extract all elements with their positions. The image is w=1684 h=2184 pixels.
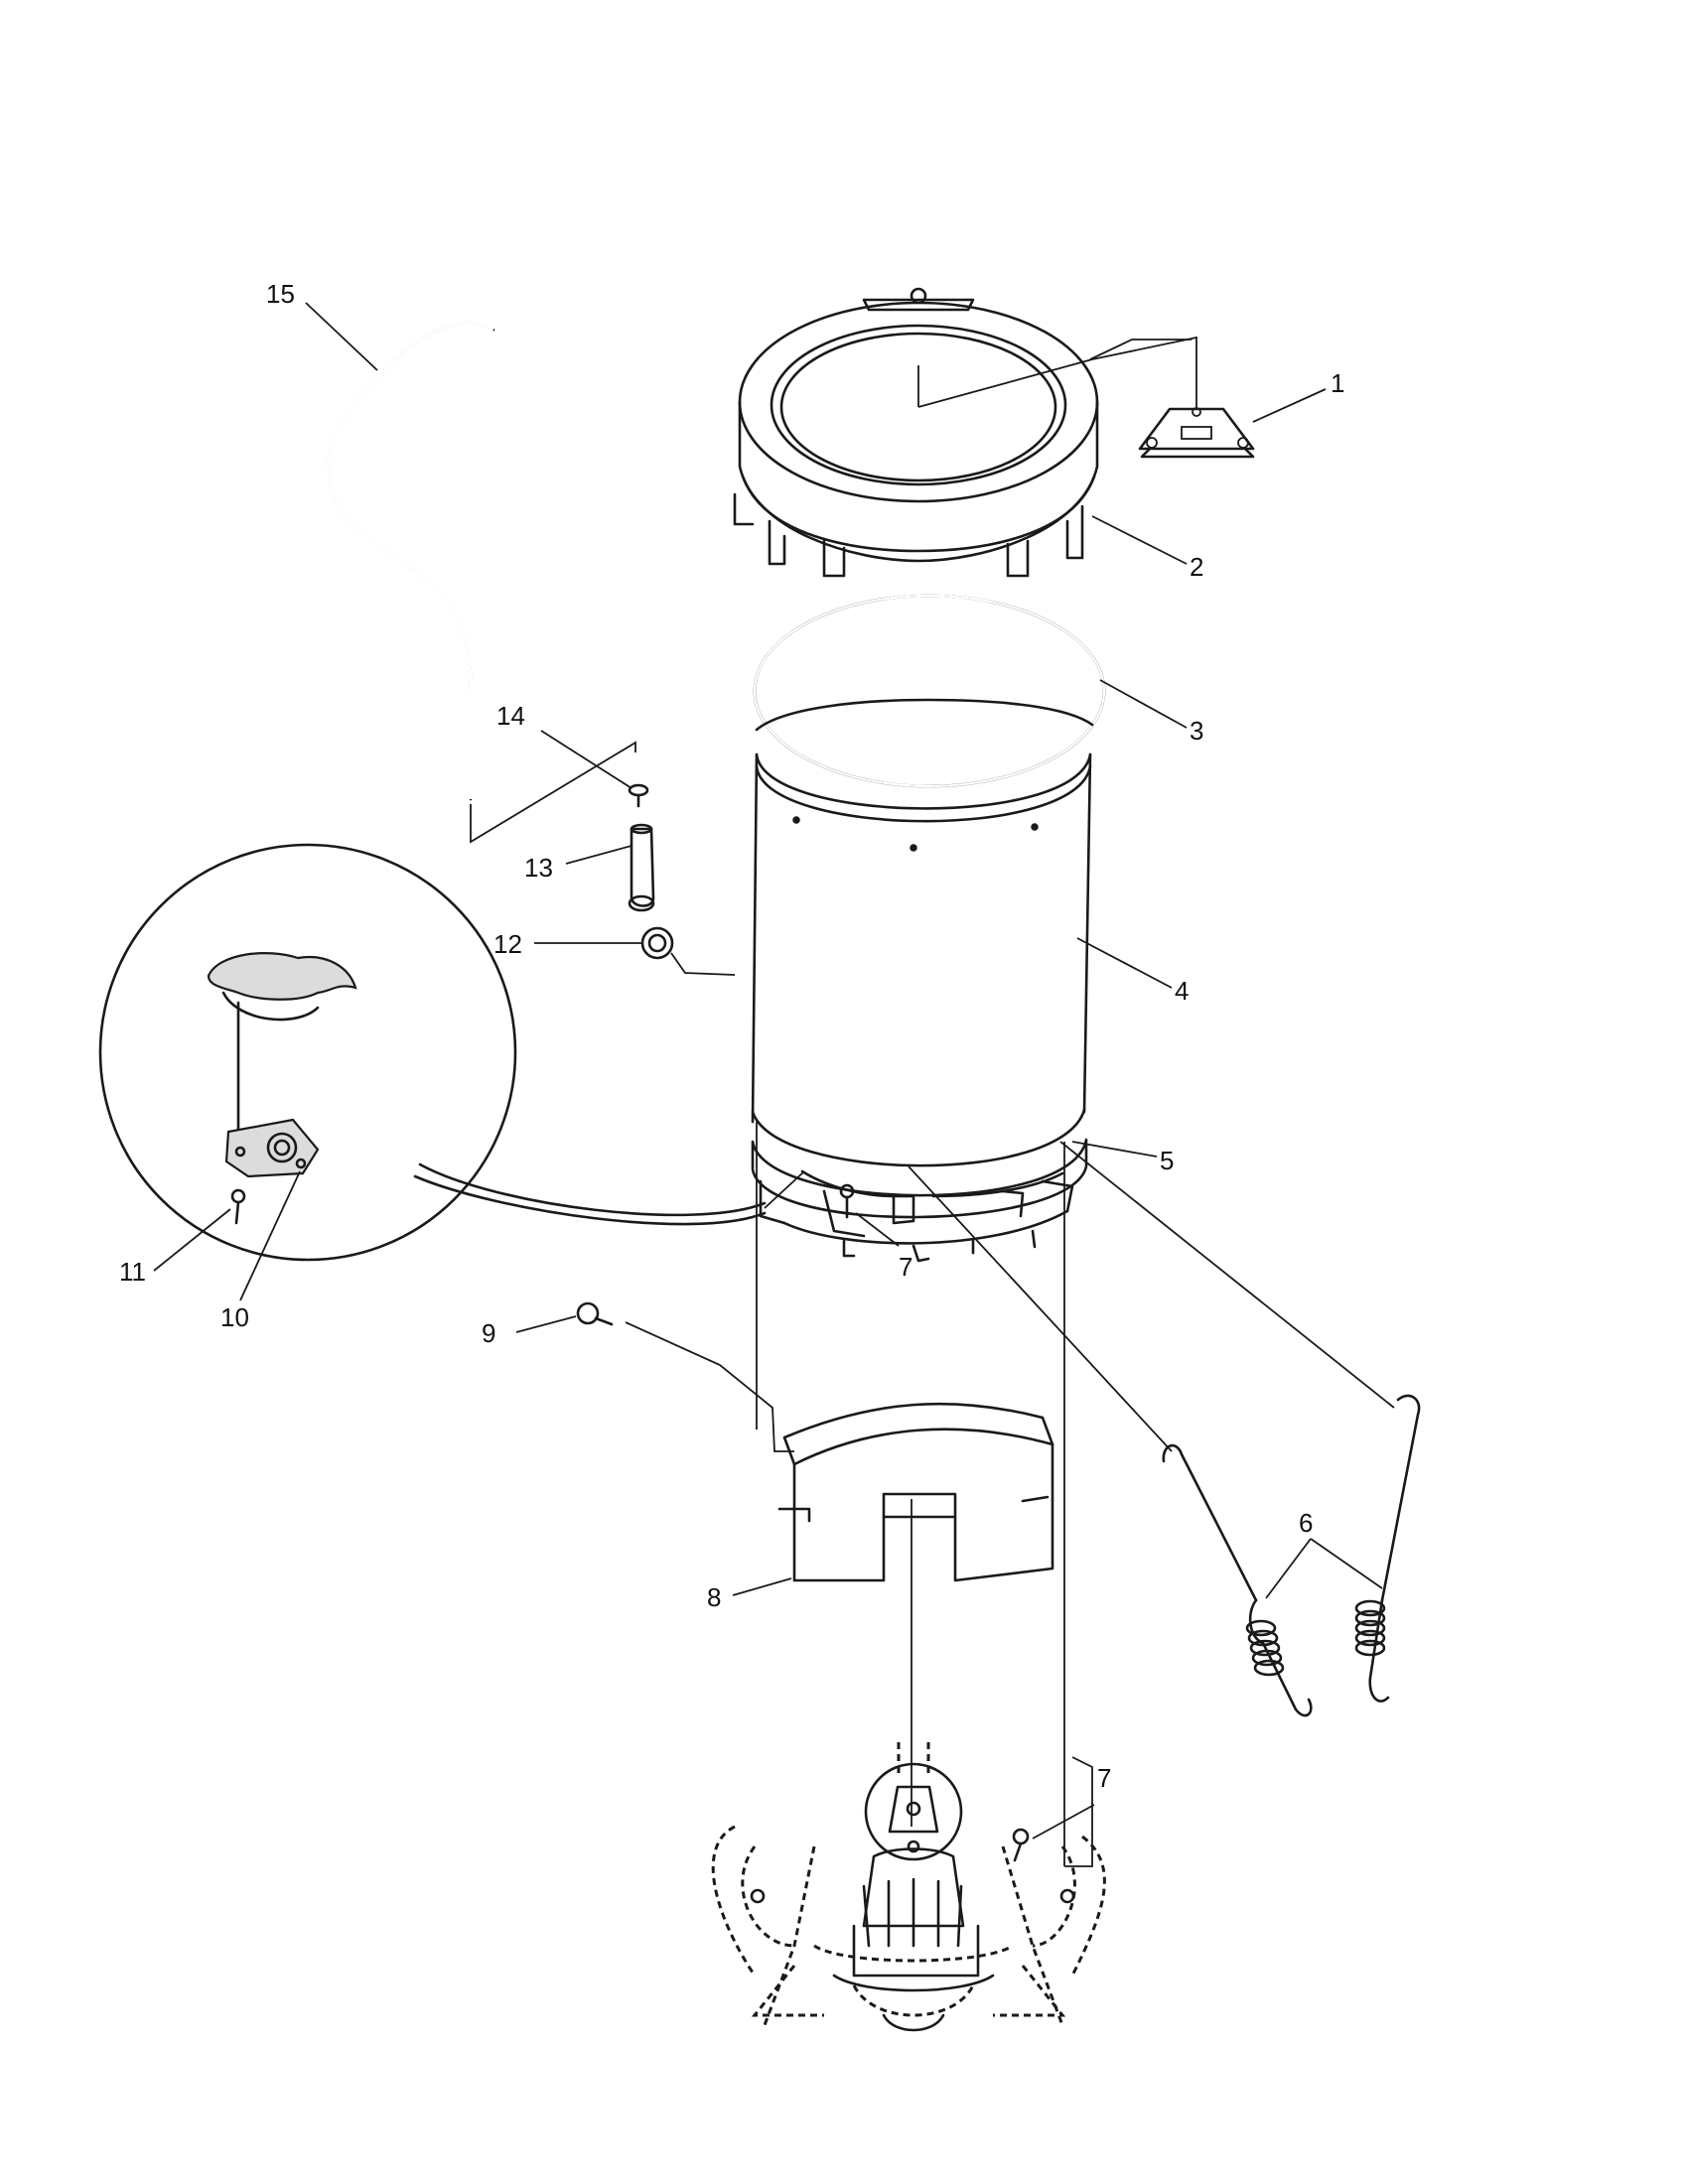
part-9-screw xyxy=(576,1301,614,1326)
inset-detail xyxy=(98,843,805,1262)
part-12-grommet xyxy=(640,926,736,976)
callout-15: 15 xyxy=(266,279,295,309)
part-4-tub xyxy=(751,698,1094,1167)
callout-leaders xyxy=(153,302,1383,1840)
callout-5: 5 xyxy=(1160,1146,1174,1175)
part-5-base xyxy=(751,1138,1088,1263)
part-15-hose xyxy=(326,321,636,844)
callout-14: 14 xyxy=(496,701,525,731)
part-2-tub-ring xyxy=(733,287,1192,578)
callout-2: 2 xyxy=(1190,552,1203,582)
callout-9: 9 xyxy=(482,1318,495,1348)
part-1-bracket xyxy=(1091,336,1255,459)
callout-11: 11 xyxy=(119,1257,146,1287)
spring-coil-right xyxy=(1354,1599,1386,1657)
callout-1: 1 xyxy=(1331,368,1344,398)
part-14-clip xyxy=(628,783,649,808)
callout-7-upper: 7 xyxy=(899,1252,912,1282)
part-13-tube xyxy=(628,823,655,912)
part-8-shield xyxy=(625,1321,1054,1582)
callout-labels: 1 2 3 4 5 6 7 7 8 9 10 11 12 13 14 15 xyxy=(119,279,1344,1793)
alignment-lines xyxy=(756,1122,1093,1867)
callout-12: 12 xyxy=(493,929,522,959)
part-6-springs xyxy=(908,1141,1421,1717)
callout-13: 13 xyxy=(524,853,553,883)
spring-coil-left xyxy=(1245,1619,1285,1677)
bottom-transmission xyxy=(711,1742,1106,2032)
callout-3: 3 xyxy=(1190,716,1203,746)
part-11-screw xyxy=(230,1188,246,1225)
callout-7-lower: 7 xyxy=(1097,1763,1111,1793)
part-7-screw-upper xyxy=(839,1183,855,1219)
part-3-gasket xyxy=(753,594,1106,788)
callout-8: 8 xyxy=(707,1582,721,1612)
callout-4: 4 xyxy=(1175,976,1189,1006)
callout-6: 6 xyxy=(1299,1508,1313,1538)
callout-10: 10 xyxy=(220,1302,249,1332)
part-7-screw-lower xyxy=(1012,1828,1030,1862)
